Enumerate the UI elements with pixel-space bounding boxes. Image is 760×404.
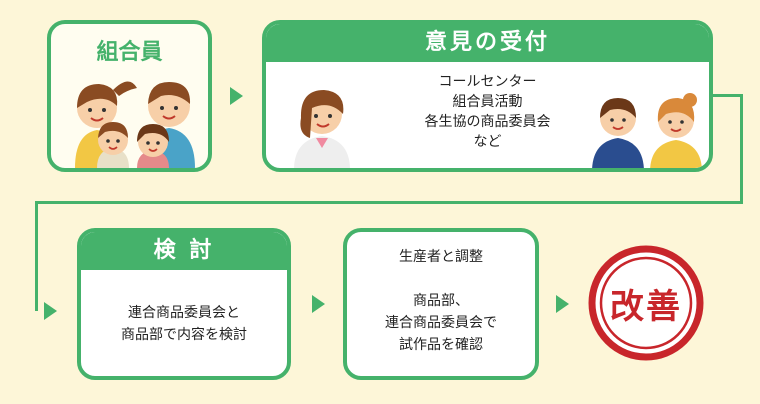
- arrow-right-4: [556, 295, 569, 313]
- arrow-right-1: [230, 87, 243, 105]
- family-illustration: [75, 81, 195, 168]
- reception-line: コールセンター: [438, 74, 537, 90]
- reception-line: 各生協の商品委員会: [424, 114, 551, 130]
- members-box: 組合員: [47, 20, 212, 172]
- connector-down-right: [740, 94, 743, 204]
- reception-box: 意見の受付 コールセンター 組合員活動 各生協の商品委員会 など: [262, 20, 713, 172]
- reception-line: など: [473, 134, 502, 150]
- members-title: 組合員: [96, 40, 163, 65]
- adjust-box: 生産者と調整 商品部、 連合商品委員会で 試作品を確認: [343, 228, 539, 380]
- reception-title: 意見の受付: [266, 24, 709, 62]
- adjust-line: 商品部、: [413, 293, 469, 309]
- stamp-ring: [588, 245, 704, 361]
- connector-down-left: [35, 201, 38, 311]
- adjust-line: 生産者と調整: [399, 249, 483, 265]
- connector-right: [713, 94, 743, 97]
- arrow-right-2: [44, 302, 57, 320]
- stamp-text: 改善: [610, 286, 682, 327]
- couple-illustration: [592, 93, 702, 168]
- review-line: 連合商品委員会と: [128, 305, 240, 321]
- review-line: 商品部で内容を検討: [121, 327, 247, 343]
- improvement-stamp: 改善: [587, 244, 705, 362]
- adjust-text: 生産者と調整 商品部、 連合商品委員会で 試作品を確認: [347, 246, 535, 356]
- review-title: 検 討: [81, 232, 287, 270]
- reception-text: コールセンター 組合員活動 各生協の商品委員会 など: [266, 72, 709, 152]
- connector-across: [35, 201, 743, 204]
- reception-line: 組合員活動: [452, 94, 523, 110]
- arrow-right-3: [312, 295, 325, 313]
- adjust-line: 連合商品委員会で: [385, 315, 497, 331]
- review-box: 検 討 連合商品委員会と 商品部で内容を検討: [77, 228, 291, 380]
- operator-illustration: [294, 90, 350, 168]
- adjust-line: [347, 268, 535, 290]
- review-text: 連合商品委員会と 商品部で内容を検討: [81, 302, 287, 346]
- adjust-line: 試作品を確認: [399, 337, 483, 353]
